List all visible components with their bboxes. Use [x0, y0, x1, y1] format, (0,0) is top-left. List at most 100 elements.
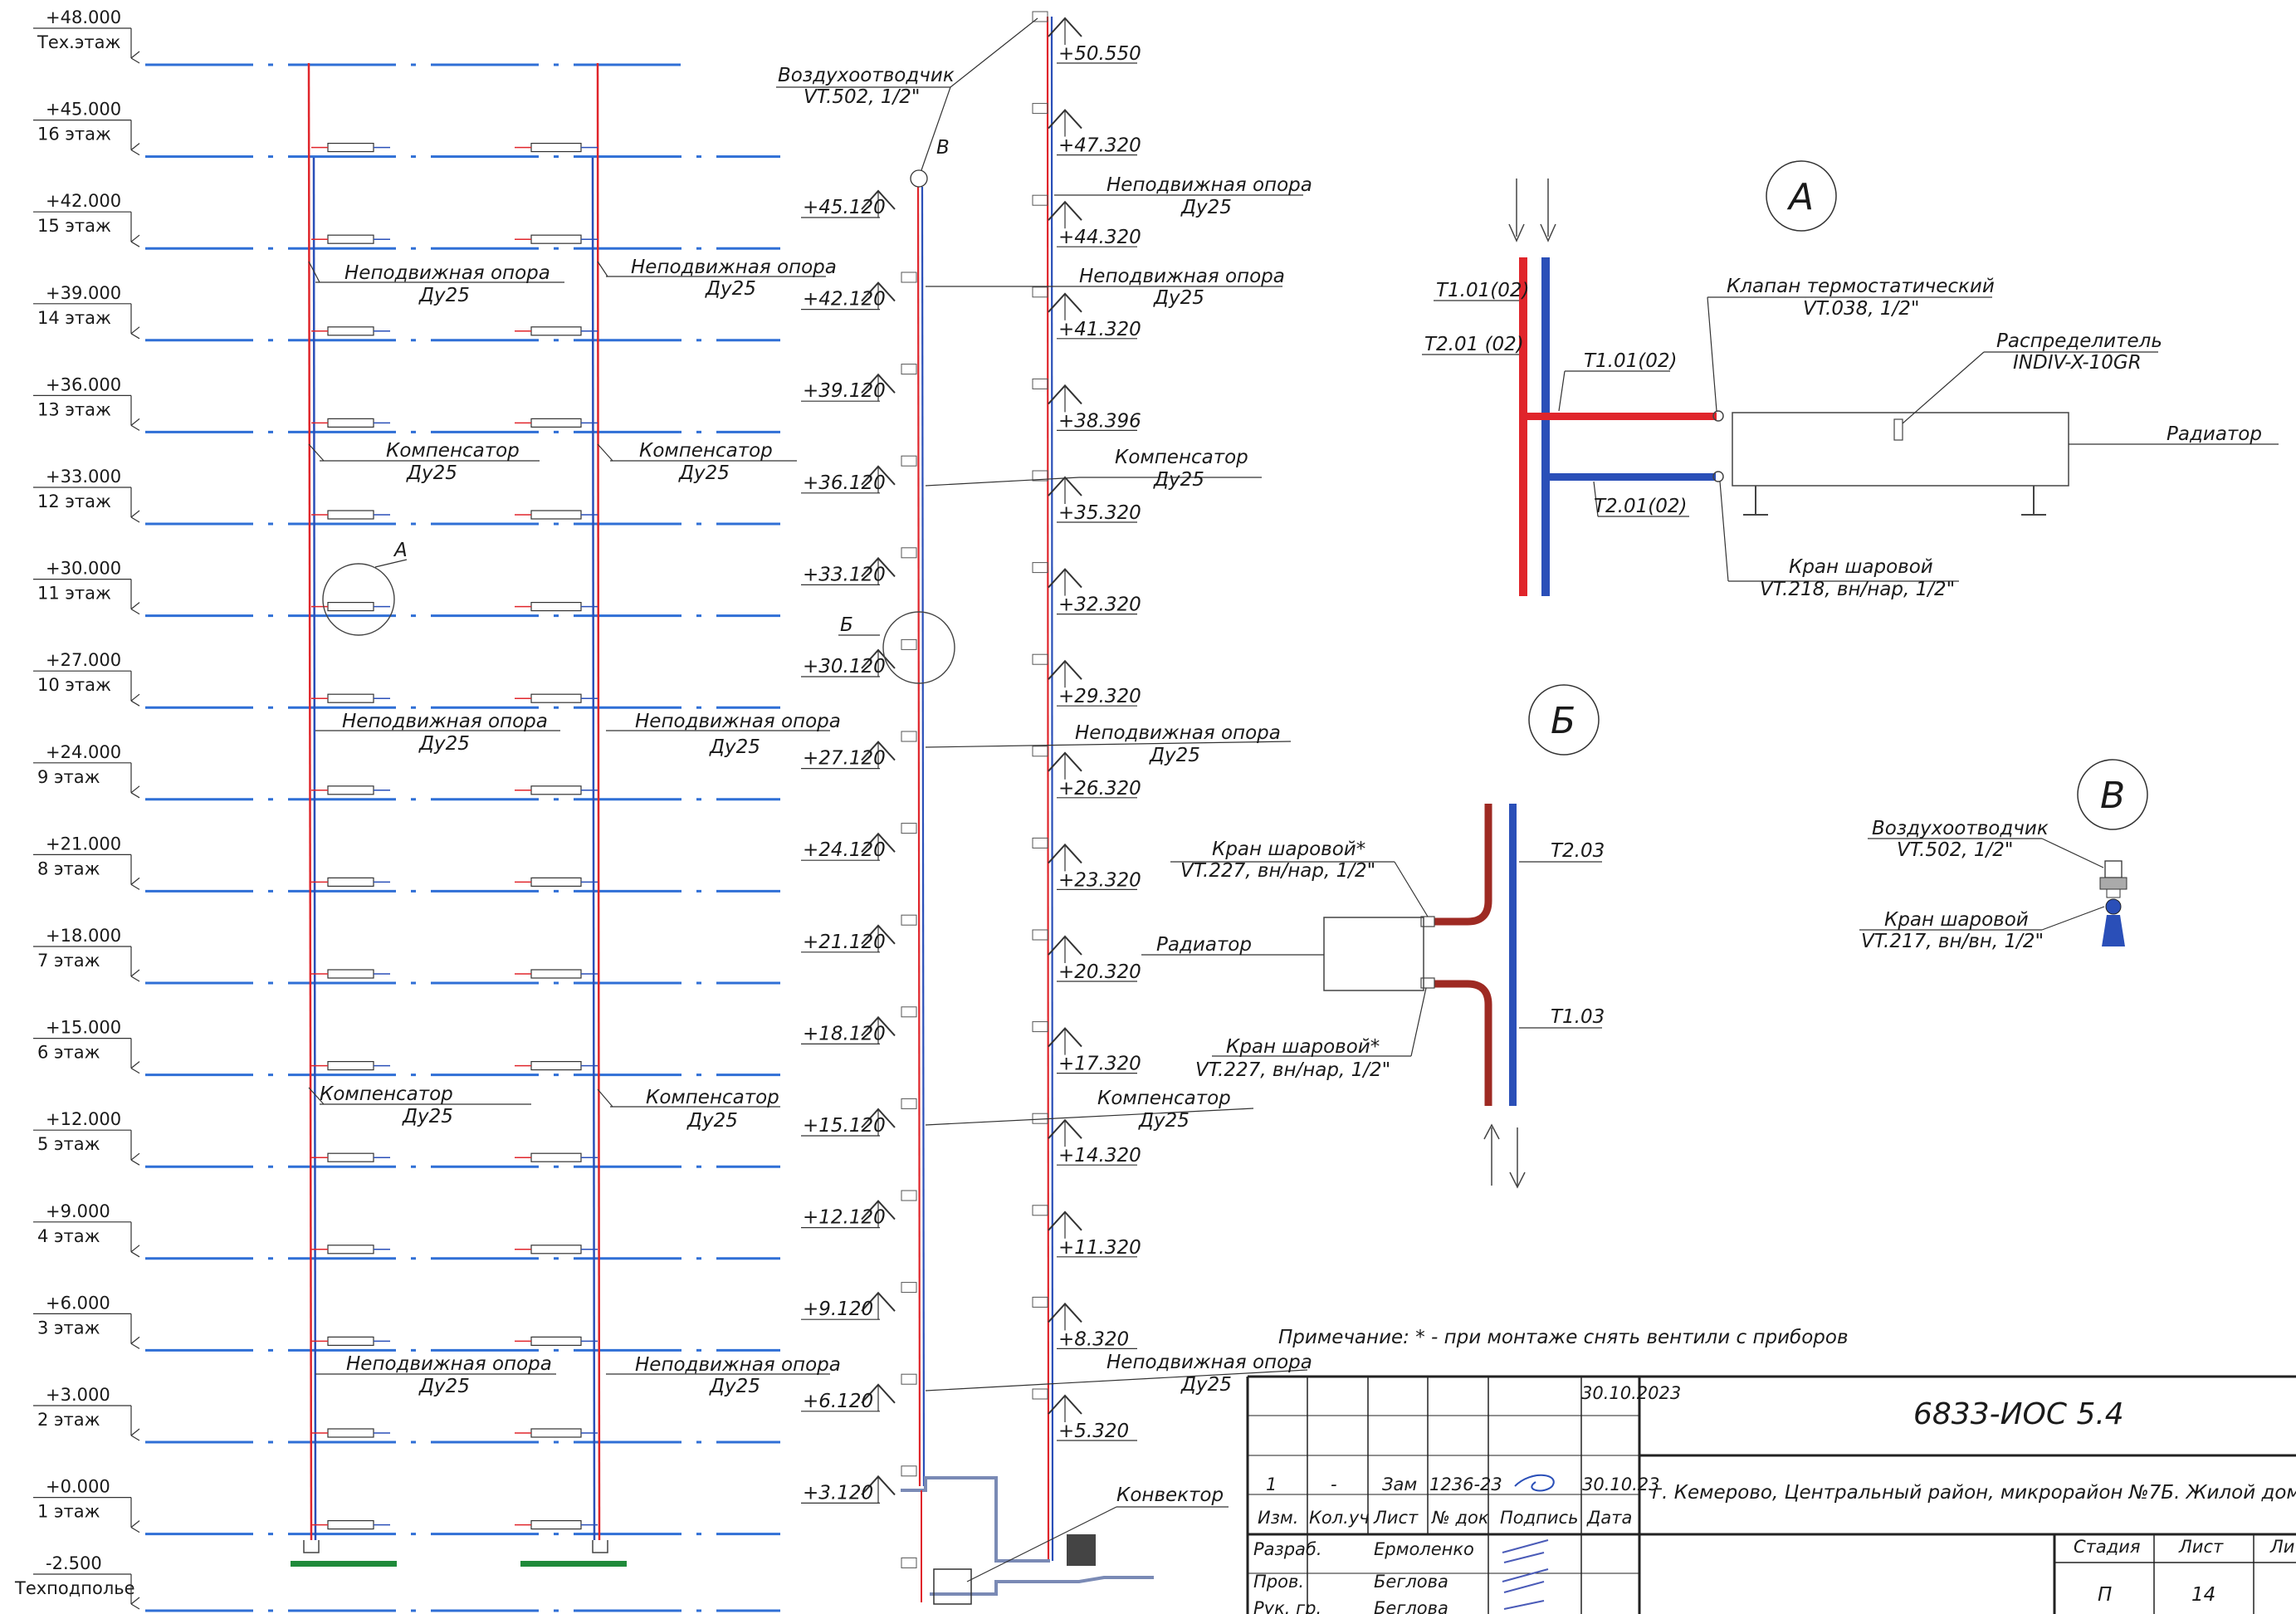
level-name: 12 этаж	[37, 492, 111, 511]
compensator-label: Компенсатор	[639, 440, 773, 462]
level-name: 5 этаж	[37, 1134, 100, 1154]
radiator-box	[1732, 412, 2069, 487]
riser-mark-right: +35.320	[1032, 470, 1141, 524]
level-name: 11 этаж	[37, 584, 111, 604]
fixed-support-label: Неподвижная опора	[1079, 266, 1285, 287]
elevation-mark: +35.320	[1058, 502, 1141, 524]
fixed-support-size: Ду25	[705, 278, 756, 300]
elevation-mark: +12.120	[803, 1207, 886, 1229]
role-lead: Рук. гр.	[1253, 1598, 1321, 1614]
riser-mark-left: +15.120	[801, 1108, 917, 1201]
ball-valve-bot-label: Кран шаровой*	[1226, 1036, 1380, 1058]
compensator-right-1: Компенсатор Ду25	[597, 440, 797, 484]
floor-radiator	[515, 234, 598, 244]
fixed-support-riser-3: Неподвижная опора Ду25	[925, 722, 1292, 766]
convector-callout: Конвектор	[966, 1484, 1229, 1582]
header-list: Лист	[1373, 1508, 1419, 1528]
compensator-left-1: Компенсатор Ду25	[308, 440, 540, 484]
ball-valve-label: Кран шаровой	[1884, 909, 2029, 931]
level-name: 13 этаж	[37, 399, 111, 419]
riser-mark-right: +47.320	[1032, 103, 1141, 157]
floor-radiator	[311, 785, 390, 795]
elevation-mark: +29.320	[1058, 686, 1141, 707]
fixed-support-label: Неподвижная опора	[631, 257, 837, 278]
fixed-support-label: Неподвижная опора	[635, 1354, 841, 1376]
detail-v-tag: В	[936, 137, 950, 159]
fixed-support-label: Неподвижная опора	[635, 711, 841, 732]
ball-valve-spec: VT.217, вн/вн, 1/2"	[1861, 931, 2044, 952]
compensator-size: Ду25	[678, 462, 730, 484]
fixed-support-size: Ду25	[1149, 745, 1200, 766]
riser-mark-right: +14.320	[1032, 1113, 1141, 1166]
elevation-mark: +33.120	[803, 564, 886, 585]
floor-radiator	[311, 1152, 390, 1162]
header-date: Дата	[1586, 1508, 1632, 1528]
floor-radiator	[515, 1245, 598, 1255]
elevation-mark: +9.120	[803, 1299, 873, 1320]
floor-radiator	[515, 785, 598, 795]
doc-code: 6833-ИОС 5.4	[1913, 1397, 2124, 1431]
signature	[1503, 1600, 1545, 1610]
fixed-support-label: Неподвижная опора	[1106, 1352, 1312, 1373]
elevation-mark: +26.320	[1058, 778, 1141, 800]
level-name: 1 этаж	[37, 1502, 100, 1522]
elevation-mark: +15.120	[803, 1115, 886, 1137]
elevation-mark: +30.120	[803, 656, 886, 677]
elevation-mark: +23.320	[1058, 869, 1141, 891]
riser-elevation-marks: +45.120+42.120+39.120+36.120+33.120+30.1…	[801, 11, 1141, 1568]
convector-box	[1067, 1534, 1096, 1566]
t101-branch-label: Т1.01(02)	[1584, 350, 1677, 372]
header-sign: Подпись	[1500, 1508, 1578, 1528]
floor-radiator	[515, 1336, 598, 1347]
fixed-support-size: Ду25	[418, 1376, 470, 1397]
detail-b-tag: Б	[840, 614, 853, 636]
elevation-mark: +39.120	[803, 380, 886, 402]
fixed-support-riser-2: Неподвижная опора Ду25	[926, 266, 1285, 309]
elevation-mark: +20.320	[1058, 961, 1141, 983]
fixed-support-size: Ду25	[418, 733, 470, 755]
riser-mark-left: +6.120	[801, 1383, 917, 1477]
floor-radiator	[515, 1428, 598, 1438]
level-elevation: +36.000	[46, 374, 121, 394]
ball-valve-top-spec: VT.227, вн/нар, 1/2"	[1180, 860, 1375, 882]
floor-radiator	[515, 1519, 598, 1530]
level-name: 15 этаж	[37, 216, 111, 236]
fixed-support-left-3: Неподвижная опора Ду25	[315, 1353, 556, 1397]
riser-mark-right: +8.320	[1032, 1296, 1137, 1350]
ball-valve-top-label: Кран шаровой*	[1212, 839, 1365, 860]
level-elevation: +42.000	[46, 191, 121, 211]
riser-mark-right: +11.320	[1032, 1205, 1141, 1259]
level-elevation: +18.000	[46, 926, 121, 946]
floor-radiator	[311, 234, 390, 244]
riser-scheme	[901, 16, 1154, 1605]
floor-radiator	[311, 601, 390, 612]
ball-valve-bot-spec: VT.227, вн/нар, 1/2"	[1195, 1059, 1390, 1081]
riser-mark-left: +3.120	[801, 1475, 917, 1568]
header-doc: № док	[1431, 1508, 1489, 1528]
riser-mark-left: +42.120	[801, 281, 917, 375]
rev-doc: 1236-23	[1429, 1475, 1502, 1494]
detail-b: Б Кран шаровой* VT.227, вн/нар, 1/2" Рад…	[1141, 684, 1605, 1189]
air-vent-spec: VT.502, 1/2"	[1897, 839, 2013, 861]
ball-valve-spec: VT.218, вн/нар, 1/2"	[1760, 579, 1955, 600]
riser-mark-right: +17.320	[1032, 1021, 1141, 1075]
floor-radiators	[303, 143, 608, 1553]
sheet-label: Лист	[2178, 1537, 2224, 1557]
riser-mark-right: +38.396	[1032, 378, 1141, 432]
riser-mark-left: +21.120	[801, 924, 917, 1018]
elevation-mark: +44.320	[1058, 227, 1141, 248]
floor-level: +33.000 12 этаж	[33, 467, 780, 526]
compensator-size: Ду25	[402, 1106, 453, 1127]
riser-mark-left: +18.120	[801, 1015, 917, 1109]
fixed-support-label: Неподвижная опора	[342, 711, 548, 732]
fixed-support-right-2: Неподвижная опора Ду25	[606, 711, 841, 758]
riser-mark-left: +9.120	[801, 1291, 917, 1385]
level-elevation: +33.000	[46, 467, 121, 487]
floor-radiator	[515, 418, 598, 428]
air-vent-spec: VT.502, 1/2"	[804, 86, 920, 108]
elevation-mark: +47.320	[1058, 135, 1141, 157]
